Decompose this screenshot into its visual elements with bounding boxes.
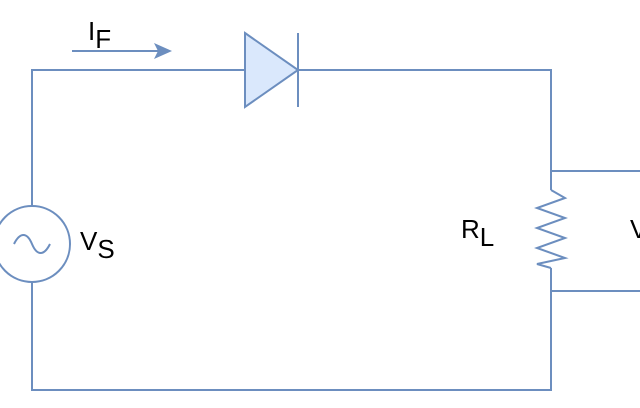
diode-triangle: [244, 31, 300, 109]
wire-top-left: [31, 69, 245, 206]
wire-bottom: [31, 268, 552, 391]
output-label: V: [630, 214, 640, 244]
sine-wave-icon: [13, 234, 51, 254]
ac-source-circle: [0, 205, 71, 283]
current-arrow-head: [154, 43, 172, 59]
resistor-zigzag: [534, 189, 569, 269]
resistor-label: RL: [461, 214, 494, 252]
wire-top-right: [298, 69, 552, 190]
source-label: VS: [80, 226, 115, 264]
current-label: IF: [88, 16, 111, 54]
